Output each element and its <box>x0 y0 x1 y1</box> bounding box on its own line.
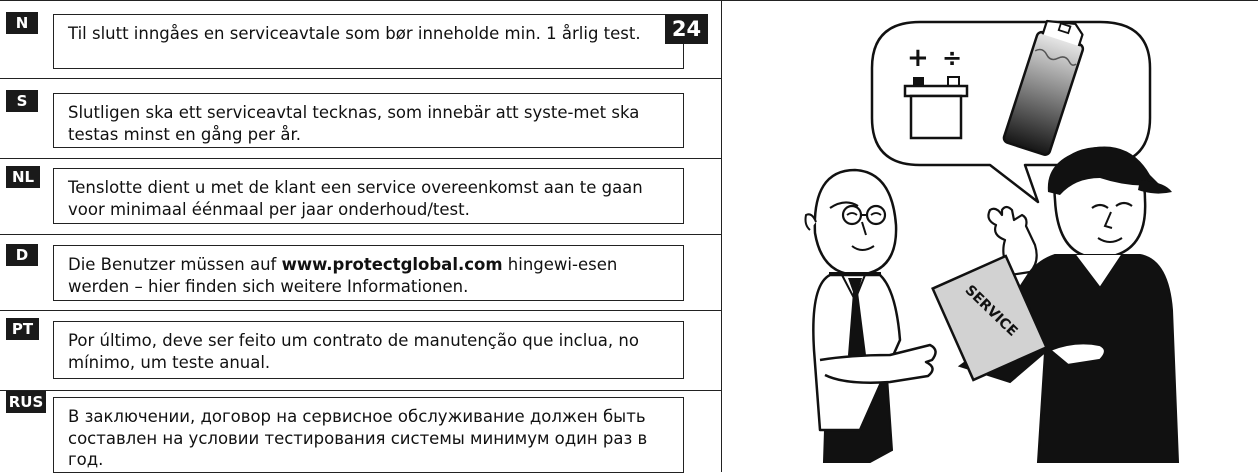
language-code-badge: NL <box>6 166 40 188</box>
instruction-text-before: Die Benutzer müssen auf <box>68 255 282 274</box>
instruction-box-pt: Por último, deve ser feito um contrato d… <box>53 321 684 379</box>
service-agreement-illustration: + ÷ <box>804 19 1180 463</box>
plus-symbol: + <box>907 43 929 73</box>
row-separator <box>0 78 722 79</box>
row-separator <box>0 234 722 235</box>
instruction-text: Slutligen ska ett serviceavtal tecknas, … <box>68 103 640 144</box>
top-rule <box>0 0 1258 1</box>
battery-cell-icon <box>1002 19 1085 156</box>
instruction-box-n: Til slutt inngåes en serviceavtale som b… <box>53 14 684 69</box>
divide-symbol: ÷ <box>942 44 962 72</box>
instruction-text: Por último, deve ser feito um contrato d… <box>68 331 639 372</box>
column-divider <box>721 0 722 472</box>
page-number: 24 <box>665 14 708 44</box>
row-separator <box>0 390 722 391</box>
instruction-text: В заключении, договор на сервисное обслу… <box>68 407 648 469</box>
instruction-text: Tenslotte dient u met de klant een servi… <box>68 178 643 219</box>
row-separator <box>0 158 722 159</box>
technician-figure <box>804 168 937 463</box>
language-code-badge: D <box>6 244 38 266</box>
website-link-text: www.protectglobal.com <box>281 255 503 274</box>
language-code-badge: PT <box>6 318 39 340</box>
instruction-text: Til slutt inngåes en serviceavtale som b… <box>68 24 641 43</box>
language-code-badge: RUS <box>6 391 46 413</box>
instruction-box-d: Die Benutzer müssen auf www.protectgloba… <box>53 245 684 301</box>
service-folder: SERVICE <box>931 254 1049 382</box>
row-separator <box>0 310 722 311</box>
language-code-badge: S <box>6 90 38 112</box>
instruction-box-s: Slutligen ska ett serviceavtal tecknas, … <box>53 93 684 148</box>
instruction-box-rus: В заключении, договор на сервисное обслу… <box>53 397 684 473</box>
instruction-text-after: hingewi-esen werden – hier finden sich w… <box>68 255 618 296</box>
instruction-box-nl: Tenslotte dient u met de klant een servi… <box>53 168 684 224</box>
battery-icon: + ÷ <box>903 43 969 140</box>
language-code-badge: N <box>6 12 38 34</box>
